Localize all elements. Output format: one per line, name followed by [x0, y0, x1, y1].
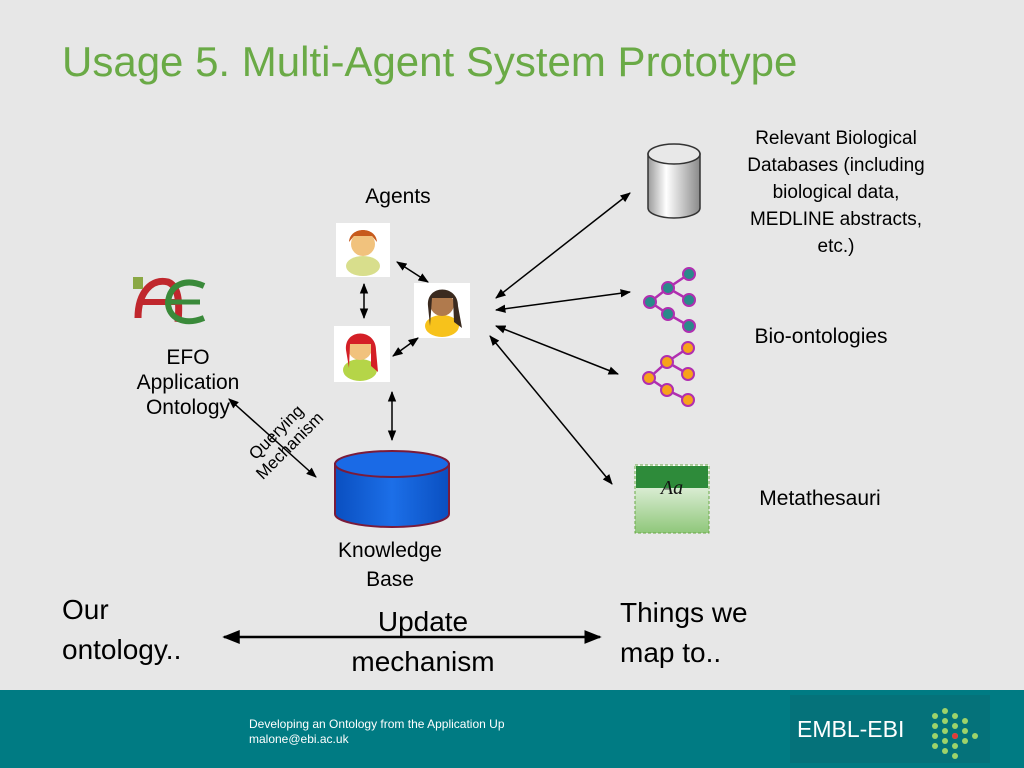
- things-map-line-2: map to..: [620, 637, 722, 668]
- metathesauri-label: Metathesauri: [759, 487, 881, 510]
- things-map-line-1: Things we: [620, 597, 748, 628]
- arrow-to-bio-ontology-2: [495, 325, 619, 375]
- arrow-agent-top-right: [396, 261, 429, 283]
- bio-ontology-tree-icon: [643, 267, 696, 333]
- efo-label-line-1: EFO: [166, 346, 210, 369]
- agent-icon-middle: [334, 326, 390, 382]
- agent-icon-top: [336, 223, 390, 277]
- databases-line-3: biological data,: [772, 182, 900, 203]
- arrow-to-metathesauri: [489, 335, 613, 485]
- knowledge-base-line-1: Knowledge: [338, 539, 442, 562]
- embl-ebi-logo: [790, 695, 990, 763]
- efo-label: EFO Application Ontology: [108, 345, 268, 420]
- agents-label: Agents: [365, 185, 431, 208]
- our-ontology-line-1: Our: [62, 594, 109, 625]
- embl-ebi-logo-text: EMBL-EBI: [797, 716, 905, 742]
- databases-line-4: MEDLINE abstracts,: [749, 209, 923, 230]
- efo-label-line-2: Application: [136, 371, 240, 394]
- databases-line-5: etc.): [817, 236, 855, 257]
- bio-ontologies-label: Bio-ontologies: [754, 325, 888, 348]
- arrow-to-databases: [495, 192, 631, 299]
- efo-logo-icon: [133, 277, 206, 325]
- our-ontology-line-2: ontology..: [62, 634, 182, 665]
- arrow-querying-mechanism: [228, 398, 317, 478]
- things-map-label: Things we map to..: [620, 593, 810, 673]
- agent-icon-right: [414, 283, 470, 338]
- databases-line-1: Relevant Biological: [755, 128, 917, 149]
- our-ontology-label: Our ontology..: [62, 590, 232, 670]
- update-mechanism-label: Update mechanism: [322, 602, 524, 682]
- update-mechanism-line-2: mechanism: [351, 646, 495, 677]
- databases-label: Relevant Biological Databases (including…: [716, 125, 956, 260]
- slide-title: Usage 5. Multi-Agent System Prototype: [62, 38, 798, 85]
- knowledge-base-label: Knowledge Base: [318, 536, 462, 594]
- databases-line-2: Databases (including: [747, 155, 925, 176]
- metathesauri-icon-header: [636, 466, 708, 488]
- footer-line-1: Developing an Ontology from the Applicat…: [249, 717, 505, 731]
- footer-line-2: malone@ebi.ac.uk: [249, 732, 349, 746]
- bio-ontology-tree-icon-2: [642, 341, 695, 407]
- efo-label-line-3: Ontology: [145, 396, 231, 419]
- update-mechanism-line-1: Update: [377, 606, 469, 637]
- footer-text: Developing an Ontology from the Applicat…: [249, 717, 505, 747]
- knowledge-base-line-2: Base: [366, 568, 414, 591]
- knowledge-base-icon: [334, 450, 450, 528]
- metathesauri-icon-text: Aa: [660, 477, 684, 499]
- database-cylinder-icon: [647, 143, 701, 219]
- arrow-agent-middle-right: [392, 337, 419, 357]
- arrow-to-bio-ontology-1: [494, 289, 632, 313]
